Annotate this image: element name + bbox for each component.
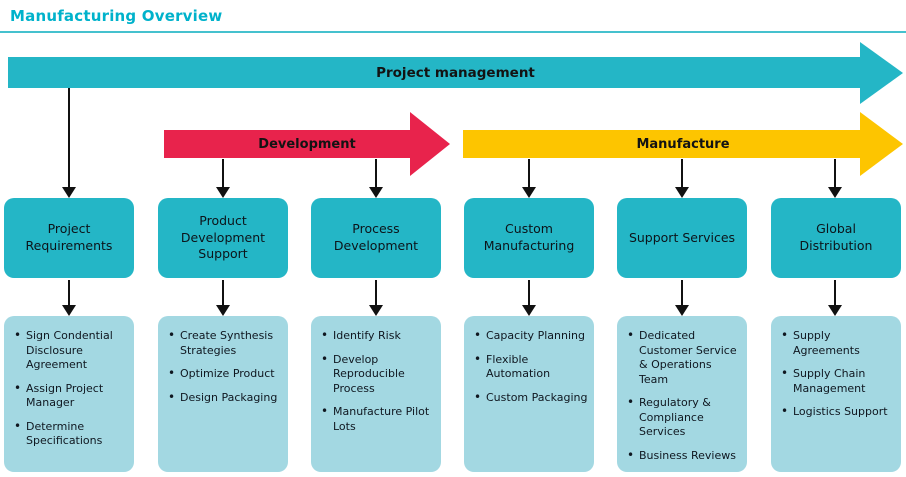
development-arrow-body xyxy=(164,130,410,158)
detail-box-global-distribution: Supply Agreements Supply Chain Managemen… xyxy=(771,316,901,472)
list-item: Determine Specifications xyxy=(12,419,128,449)
down-arrow-icon xyxy=(675,280,689,316)
list-item: Flexible Automation xyxy=(472,352,588,382)
bullet-list: Dedicated Customer Service & Operations … xyxy=(625,328,741,464)
detail-box-support-services: Dedicated Customer Service & Operations … xyxy=(617,316,747,472)
list-item: Develop Reproducible Process xyxy=(319,352,435,397)
detail-box-project-requirements: Sign Condential Disclosure Agreement Ass… xyxy=(4,316,134,472)
list-item: Business Reviews xyxy=(625,448,741,464)
down-arrow-icon xyxy=(369,280,383,316)
manufacture-arrow: Manufacture xyxy=(463,112,903,176)
project-management-arrow-body xyxy=(8,57,860,88)
down-arrow-icon xyxy=(522,159,536,198)
page-title: Manufacturing Overview xyxy=(10,7,223,25)
down-arrow-icon xyxy=(369,159,383,198)
stage-box-custom-manufacturing: Custom Manufacturing xyxy=(464,198,594,278)
list-item: Create Synthesis Strategies xyxy=(166,328,282,358)
list-item: Logistics Support xyxy=(779,404,895,420)
list-item: Design Packaging xyxy=(166,390,282,406)
list-item: Custom Packaging xyxy=(472,390,588,406)
bullet-list: Supply Agreements Supply Chain Managemen… xyxy=(779,328,895,420)
detail-box-custom-manufacturing: Capacity Planning Flexible Automation Cu… xyxy=(464,316,594,472)
list-item: Capacity Planning xyxy=(472,328,588,344)
bullet-list: Identify Risk Develop Reproducible Proce… xyxy=(319,328,435,434)
list-item: Identify Risk xyxy=(319,328,435,344)
bullet-list: Capacity Planning Flexible Automation Cu… xyxy=(472,328,588,406)
detail-box-product-development-support: Create Synthesis Strategies Optimize Pro… xyxy=(158,316,288,472)
down-arrow-icon xyxy=(62,280,76,316)
down-arrow-icon xyxy=(62,88,76,198)
development-label: Development xyxy=(258,136,356,152)
stage-box-project-requirements: Project Requirements xyxy=(4,198,134,278)
title-underline xyxy=(0,31,906,33)
manufacture-label: Manufacture xyxy=(636,136,730,152)
list-item: Manufacture Pilot Lots xyxy=(319,404,435,434)
manufacture-arrowhead-icon xyxy=(860,112,903,176)
list-item: Assign Project Manager xyxy=(12,381,128,411)
bullet-list: Sign Condential Disclosure Agreement Ass… xyxy=(12,328,128,449)
bullet-list: Create Synthesis Strategies Optimize Pro… xyxy=(166,328,282,406)
stage-box-product-development-support: Product Development Support xyxy=(158,198,288,278)
manufacture-arrow-body xyxy=(463,130,860,158)
development-arrowhead-icon xyxy=(410,112,450,176)
stage-box-global-distribution: Global Distribution xyxy=(771,198,901,278)
list-item: Supply Chain Management xyxy=(779,366,895,396)
list-item: Dedicated Customer Service & Operations … xyxy=(625,328,741,387)
stage-box-support-services: Support Services xyxy=(617,198,747,278)
project-management-arrow: Project management xyxy=(8,42,903,104)
project-management-arrowhead-icon xyxy=(860,42,903,104)
stage-box-process-development: Process Development xyxy=(311,198,441,278)
down-arrow-icon xyxy=(828,159,842,198)
down-arrow-icon xyxy=(828,280,842,316)
list-item: Regulatory & Compliance Services xyxy=(625,395,741,440)
down-arrow-icon xyxy=(522,280,536,316)
list-item: Sign Condential Disclosure Agreement xyxy=(12,328,128,373)
down-arrow-icon xyxy=(216,159,230,198)
list-item: Optimize Product xyxy=(166,366,282,382)
list-item: Supply Agreements xyxy=(779,328,895,358)
down-arrow-icon xyxy=(216,280,230,316)
down-arrow-icon xyxy=(675,159,689,198)
development-arrow: Development xyxy=(164,112,450,176)
detail-box-process-development: Identify Risk Develop Reproducible Proce… xyxy=(311,316,441,472)
project-management-label: Project management xyxy=(376,65,535,81)
